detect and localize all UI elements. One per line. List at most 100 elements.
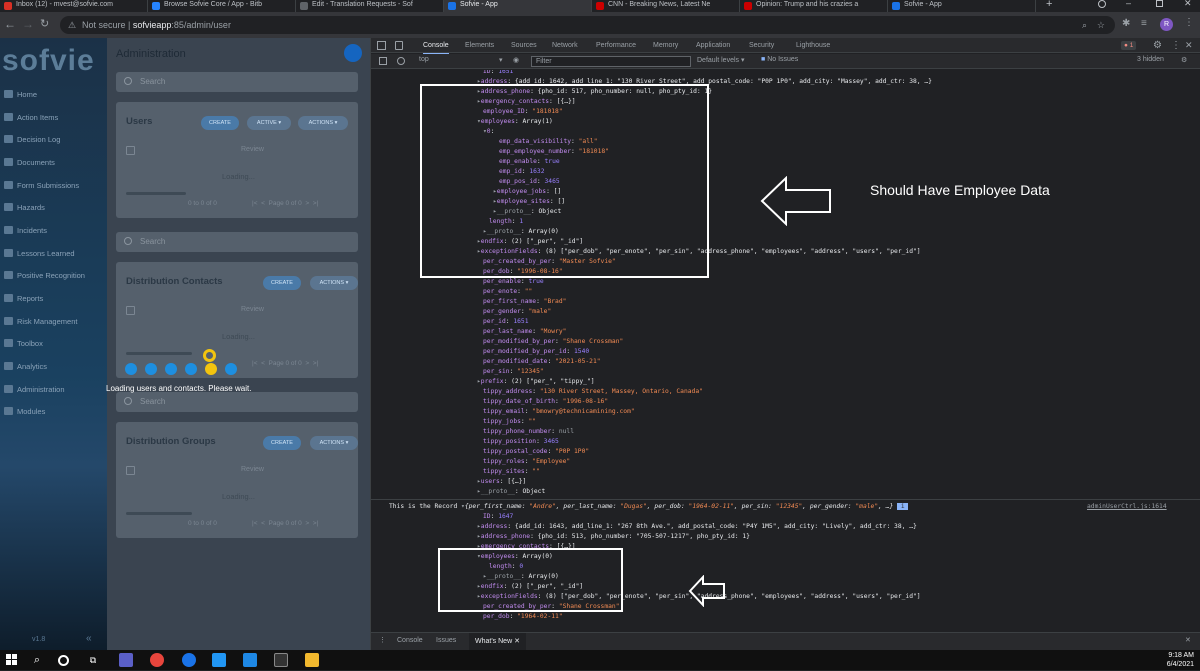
tab-sources[interactable]: Sources <box>511 42 537 49</box>
browser-tab[interactable]: Sofvie - App <box>888 0 1036 12</box>
console-output[interactable]: ID: 1651 ▸address: {add_id: 1642, add_li… <box>371 70 1200 632</box>
sidebar-item-home[interactable]: Home <box>4 90 37 99</box>
tab-elements[interactable]: Elements <box>465 42 495 49</box>
sidebar-item-administration[interactable]: Administration <box>4 385 65 394</box>
sidebar-toggle-icon[interactable] <box>379 57 387 65</box>
select-all-checkbox[interactable] <box>126 466 135 475</box>
sidebar-item-risk-management[interactable]: Risk Management <box>4 317 77 326</box>
media-control-icon[interactable]: ≡ <box>1141 18 1147 29</box>
sidebar-item-action-items[interactable]: Action Items <box>4 113 58 122</box>
bookmark-star-icon[interactable]: ☆ <box>1096 20 1105 30</box>
browser-tab[interactable]: CNN - Breaking News, Latest Ne <box>592 0 740 12</box>
create-group-button[interactable]: CREATE <box>263 436 301 450</box>
vscode-icon[interactable] <box>243 653 257 667</box>
sidebar-item-form-submissions[interactable]: Form Submissions <box>4 181 79 190</box>
sidebar-item-hazards[interactable]: Hazards <box>4 203 45 212</box>
console-source-link[interactable]: adminUserCtrl.js:1614 <box>1087 503 1167 510</box>
browser-tab[interactable]: Edit - Translation Requests - Sof <box>296 0 444 12</box>
browser-tab[interactable]: Inbox (12) - mvest@sofvie.com <box>0 0 148 12</box>
issues-indicator[interactable]: ■ No Issues <box>761 56 799 63</box>
more-options-icon[interactable]: ⋮ <box>1171 40 1181 51</box>
sidebar-item-positive-recognition[interactable]: Positive Recognition <box>4 271 85 280</box>
tab-lighthouse[interactable]: Lighthouse <box>796 42 831 49</box>
maps-pin-icon[interactable] <box>182 653 196 667</box>
account-circle-icon[interactable] <box>1098 0 1106 8</box>
scroll-bar[interactable] <box>126 192 186 195</box>
teams-icon[interactable] <box>119 653 133 667</box>
search-icon[interactable]: ⌕ <box>33 654 41 666</box>
close-icon[interactable]: ✕ <box>1184 0 1192 8</box>
actions-button[interactable]: ACTIONS ▾ <box>310 276 358 290</box>
pager-controls[interactable]: |< < Page 0 of 0 > >| <box>252 360 319 367</box>
pager-controls[interactable]: |< < Page 0 of 0 > >| <box>252 520 319 527</box>
address-bar[interactable]: ⚠ Not secure | sofvieapp:85/admin/user ⌕… <box>60 16 1115 34</box>
drawer-tab-whats-new[interactable]: What's New ✕ <box>469 633 526 650</box>
tab-memory[interactable]: Memory <box>653 42 679 49</box>
system-clock[interactable]: 9:18 AM 6/4/2021 <box>1166 652 1194 668</box>
actions-button[interactable]: ACTIONS ▾ <box>310 436 358 450</box>
tab-security[interactable]: Security <box>749 42 775 49</box>
chrome-icon[interactable] <box>150 653 164 667</box>
tab-application[interactable]: Application <box>696 42 731 49</box>
new-tab-icon[interactable]: + <box>1046 0 1053 10</box>
extensions-icon[interactable]: ✱ <box>1122 18 1131 29</box>
console-filter-input[interactable]: Filter <box>531 56 691 67</box>
terminal-icon[interactable] <box>274 653 288 667</box>
drawer-menu-icon[interactable]: ⋮ <box>379 637 386 644</box>
forward-icon[interactable]: → <box>22 17 34 31</box>
collapse-sidebar-icon[interactable]: « <box>86 633 92 644</box>
create-contact-button[interactable]: CREATE <box>263 276 301 290</box>
zoom-search-icon[interactable]: ⌕ <box>1081 20 1087 30</box>
reload-icon[interactable]: ↻ <box>40 18 50 30</box>
clear-console-icon[interactable] <box>397 57 405 65</box>
sidebar-item-toolbox[interactable]: Toolbox <box>4 339 43 348</box>
cortana-icon[interactable] <box>58 655 69 666</box>
sofvie-app-icon[interactable] <box>212 653 226 667</box>
sidebar-item-reports[interactable]: Reports <box>4 294 43 303</box>
drawer-tab-issues[interactable]: Issues <box>436 637 457 644</box>
browser-tab-active[interactable]: Sofvie - App <box>444 0 592 12</box>
inspect-element-icon[interactable] <box>377 41 386 50</box>
settings-gear-icon[interactable]: ⚙ <box>1153 40 1162 51</box>
actions-button[interactable]: ACTIONS ▾ <box>298 116 348 130</box>
tab-network[interactable]: Network <box>552 42 578 49</box>
pager-controls[interactable]: |< < Page 0 of 0 > >| <box>252 200 319 207</box>
eye-icon[interactable]: ◉ <box>513 57 520 64</box>
tab-performance[interactable]: Performance <box>596 42 637 49</box>
context-selector[interactable]: top <box>419 56 429 63</box>
menu-kebab-icon[interactable]: ⋮ <box>1184 17 1194 28</box>
sidebar-item-incidents[interactable]: Incidents <box>4 226 47 235</box>
scroll-bar[interactable] <box>126 352 192 355</box>
sidebar-item-decision-log[interactable]: Decision Log <box>4 135 60 144</box>
scroll-bar[interactable] <box>126 512 192 515</box>
groups-search-input[interactable]: Search <box>116 392 358 412</box>
task-view-icon[interactable]: ⧉ <box>89 655 97 665</box>
contacts-search-input[interactable]: Search <box>116 232 358 252</box>
maximize-icon[interactable] <box>1156 0 1163 7</box>
minimize-icon[interactable]: – <box>1126 0 1132 8</box>
device-toolbar-icon[interactable] <box>395 41 403 50</box>
active-filter-button[interactable]: ACTIVE ▾ <box>247 116 291 130</box>
file-explorer-icon[interactable] <box>305 653 319 667</box>
create-user-button[interactable]: CREATE <box>201 116 239 130</box>
back-icon[interactable]: ← <box>4 17 16 31</box>
console-settings-icon[interactable]: ⚙ <box>1181 57 1188 64</box>
close-devtools-icon[interactable]: ✕ <box>1185 40 1193 50</box>
tab-console[interactable]: Console <box>423 38 449 55</box>
error-count-badge[interactable]: ● 1 <box>1121 41 1137 50</box>
users-search-input[interactable]: Search <box>116 72 358 92</box>
user-avatar[interactable] <box>344 44 362 62</box>
browser-tab[interactable]: Opinion: Trump and his crazies a <box>740 0 888 12</box>
sidebar-item-analytics[interactable]: Analytics <box>4 362 47 371</box>
sidebar-item-documents[interactable]: Documents <box>4 158 55 167</box>
log-levels-dropdown[interactable]: Default levels ▾ <box>697 57 745 64</box>
sidebar-item-lessons-learned[interactable]: Lessons Learned <box>4 249 75 258</box>
windows-start-icon[interactable] <box>6 653 20 667</box>
drawer-tab-console[interactable]: Console <box>397 637 423 644</box>
sidebar-item-modules[interactable]: Modules <box>4 407 45 416</box>
close-drawer-icon[interactable]: ✕ <box>1185 637 1191 644</box>
select-all-checkbox[interactable] <box>126 306 135 315</box>
profile-avatar[interactable]: R <box>1160 18 1173 31</box>
browser-tab[interactable]: Browse Sofvie Core / App - Bitb <box>148 0 296 12</box>
select-all-checkbox[interactable] <box>126 146 135 155</box>
